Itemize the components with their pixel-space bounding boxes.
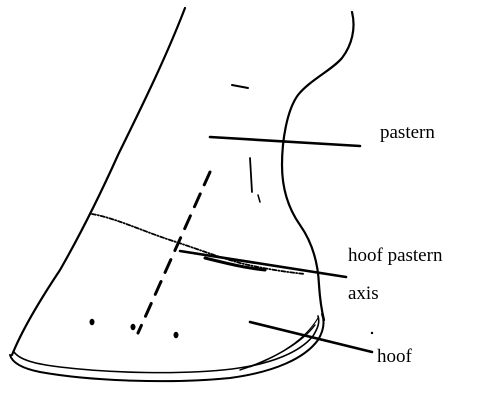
- hoof-sole-inner: [14, 316, 319, 373]
- pastern-leader-line: [210, 137, 360, 146]
- hoof-pastern-axis-line: [138, 172, 210, 333]
- hoof-dot-3: [174, 332, 179, 338]
- fetlock-mark: [232, 85, 248, 88]
- hoof-pastern-axis-label-line2: axis: [348, 283, 379, 305]
- hoof-dot-1: [90, 319, 95, 325]
- hoof-pastern-axis-label-line1: hoof pastern: [348, 245, 442, 267]
- pastern-label: pastern: [380, 122, 435, 144]
- hoof-label: hoof: [377, 346, 412, 368]
- hoof-dot-2: [131, 324, 136, 330]
- hoof-sole-outer: [10, 314, 324, 381]
- front-outline: [12, 8, 185, 355]
- pastern-mark-1: [250, 158, 252, 192]
- hoof-pastern-axis-leader-line: [180, 251, 346, 277]
- pastern-mark-2: [258, 195, 260, 202]
- speck: [371, 332, 373, 334]
- hoof-heel-shading-1: [240, 325, 315, 370]
